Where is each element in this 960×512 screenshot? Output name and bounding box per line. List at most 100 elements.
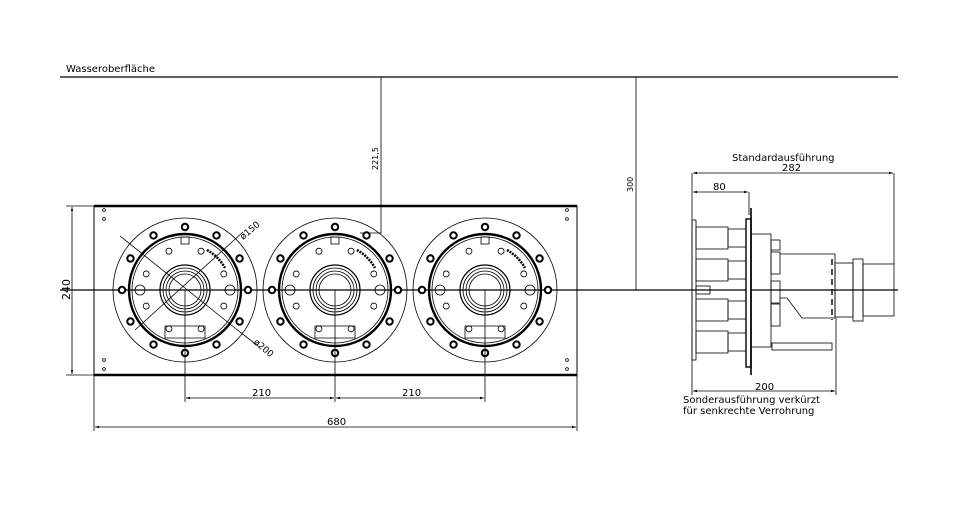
bolt-hole	[512, 340, 521, 349]
inner-hole	[520, 302, 528, 310]
corner-hole	[102, 217, 106, 221]
height-value: 240	[60, 279, 73, 300]
bolt-hole	[235, 317, 244, 326]
bolt-hole	[299, 340, 308, 349]
dia-inner-label: ø150	[239, 220, 263, 242]
bolt-hole	[180, 222, 190, 232]
bolt-hole	[276, 317, 285, 326]
inner-hole	[220, 270, 228, 278]
corner-hole	[102, 358, 106, 362]
inner-hole	[142, 270, 150, 278]
special-label-line1: Sonderausführung verkürzt	[683, 395, 820, 406]
side-port	[434, 284, 446, 296]
bolt-hole	[267, 285, 277, 295]
inner-hole	[292, 302, 300, 310]
depth-center-value: 221,5	[371, 147, 380, 170]
inner-hole	[497, 325, 505, 333]
bottom-bracket	[464, 325, 506, 339]
side-pipe-end	[862, 263, 895, 317]
dia-outer-label: ø200	[251, 338, 275, 360]
bolt-hole	[243, 285, 253, 295]
bolt-hole	[512, 231, 521, 240]
dia-outer-leader-ext	[239, 331, 259, 347]
marking-arc	[356, 248, 377, 269]
bolt-hole	[426, 254, 435, 263]
inner-hole	[465, 325, 473, 333]
inner-hole	[520, 270, 528, 278]
bolt-hole	[235, 254, 244, 263]
bolt-hole	[480, 222, 490, 232]
bolt-hole	[535, 254, 544, 263]
inner-hole	[497, 247, 505, 255]
inner-hole	[197, 325, 205, 333]
inner-hole	[442, 270, 450, 278]
bottom-bracket	[314, 325, 356, 339]
inner-hole	[442, 302, 450, 310]
short-length-value: 200	[755, 382, 774, 393]
side-housing-boss-1	[770, 239, 781, 251]
corner-hole	[102, 208, 106, 212]
flange-offset-value: 80	[713, 182, 726, 193]
standard-label: Standardausführung	[732, 153, 835, 164]
side-port	[224, 284, 236, 296]
dia-inner-leader	[134, 231, 244, 331]
side-housing-boss-2	[770, 251, 781, 275]
bolt-hole	[362, 231, 371, 240]
plate-corner-holes	[102, 208, 569, 371]
spacing-1-value: 210	[252, 388, 271, 399]
flange-2	[262, 217, 408, 363]
bolt-hole	[417, 285, 427, 295]
spacing-2-value: 210	[402, 388, 421, 399]
inner-hole	[465, 247, 473, 255]
side-housing-boss-3	[770, 280, 781, 304]
side-port	[374, 284, 386, 296]
inner-hole	[370, 302, 378, 310]
bolt-hole	[299, 231, 308, 240]
corner-hole	[102, 367, 106, 371]
marking-arc	[506, 248, 527, 269]
total-width-value: 680	[327, 417, 346, 428]
bolt-hole	[126, 254, 135, 263]
inner-hole	[315, 247, 323, 255]
side-port	[284, 284, 296, 296]
corner-hole	[565, 367, 569, 371]
bolt-hole	[543, 285, 553, 295]
standard-length-value: 282	[782, 163, 801, 174]
marking-arc	[206, 248, 227, 269]
inner-hole	[315, 325, 323, 333]
side-port	[134, 284, 146, 296]
special-label-line2: für senkrechte Verrohrung	[683, 406, 814, 417]
inner-hole	[142, 302, 150, 310]
depth-side-value: 300	[626, 177, 635, 192]
inner-hole	[220, 302, 228, 310]
inner-hole	[165, 247, 173, 255]
bolt-hole	[385, 317, 394, 326]
side-view: Standardausführung 282 80 200	[683, 153, 895, 417]
inner-hole	[165, 325, 173, 333]
side-bottom-ribs	[771, 342, 833, 351]
bolt-hole	[426, 317, 435, 326]
dia-outer-leader	[119, 235, 241, 333]
corner-hole	[565, 358, 569, 362]
key-slot	[330, 236, 340, 245]
bolt-hole	[535, 317, 544, 326]
bolt-hole	[385, 254, 394, 263]
bolt-hole	[126, 317, 135, 326]
inner-hole	[370, 270, 378, 278]
bolt-hole	[149, 231, 158, 240]
side-pipe-elbow	[780, 253, 836, 319]
inner-hole	[292, 270, 300, 278]
corner-hole	[565, 217, 569, 221]
bolt-hole	[449, 340, 458, 349]
key-slot	[480, 236, 490, 245]
bolt-hole	[212, 231, 221, 240]
side-housing-boss-4	[770, 303, 781, 327]
corner-hole	[565, 208, 569, 212]
bolt-hole	[362, 340, 371, 349]
bolt-hole	[330, 222, 340, 232]
side-port	[524, 284, 536, 296]
bolt-hole	[276, 254, 285, 263]
inner-hole	[347, 247, 355, 255]
water-surface-label: Wasseroberfläche	[66, 64, 155, 75]
